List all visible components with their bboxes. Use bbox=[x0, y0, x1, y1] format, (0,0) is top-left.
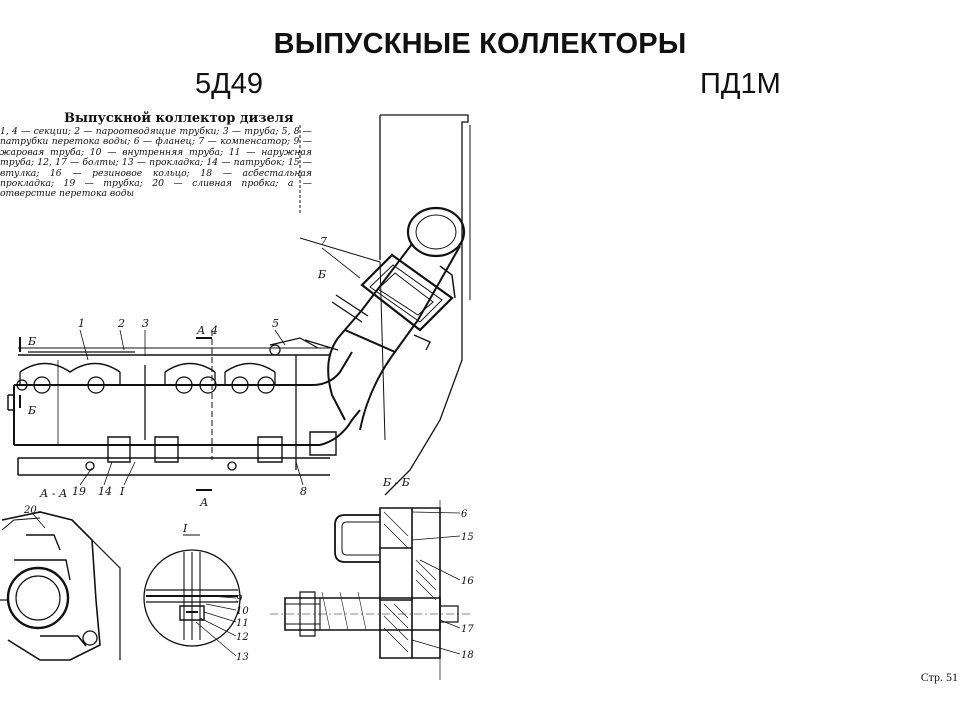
engine-model-right: ПД1М bbox=[700, 68, 781, 100]
callout-2: 2 bbox=[117, 317, 125, 330]
callout-4: 4 bbox=[210, 324, 218, 337]
manifold-side-view bbox=[7, 330, 361, 491]
callout-20: 20 bbox=[23, 505, 37, 516]
callout-17: 17 bbox=[461, 624, 474, 635]
callout-1: 1 bbox=[78, 317, 85, 330]
section-a-a-label: А - А bbox=[39, 487, 67, 500]
slide-title: ВЫПУСКНЫЕ КОЛЛЕКТОРЫ bbox=[273, 28, 687, 60]
callout-7: 7 bbox=[320, 235, 327, 248]
section-a-a-view: А - А 20 bbox=[0, 487, 121, 661]
callout-11: 11 bbox=[236, 618, 249, 629]
callout-14: 14 bbox=[98, 485, 112, 498]
detail-I-view: I bbox=[143, 522, 241, 647]
cut-label-a-top: А bbox=[196, 324, 205, 337]
engine-model-left: 5Д49 bbox=[195, 68, 264, 100]
section-b-b-label: Б - Б bbox=[382, 476, 410, 489]
section-b-b-view: Б - Б bbox=[270, 476, 470, 680]
callout-I: I bbox=[119, 485, 125, 498]
cut-label-a-bottom: А bbox=[199, 496, 208, 509]
cut-label-b-bottom: Б bbox=[27, 404, 36, 417]
callout-6: 6 bbox=[461, 509, 468, 520]
cut-label-b-upper: Б bbox=[317, 268, 326, 281]
callout-18: 18 bbox=[461, 650, 474, 661]
outlet-elbow-pipe bbox=[327, 206, 466, 431]
callout-8: 8 bbox=[300, 485, 307, 498]
detail-I-label: I bbox=[182, 522, 188, 535]
cut-label-b-top: Б bbox=[27, 335, 36, 348]
callout-13: 13 bbox=[236, 652, 249, 663]
callout-3: 3 bbox=[142, 317, 149, 330]
page-number: Стр. 51 bbox=[920, 670, 958, 684]
callout-10: 10 bbox=[236, 606, 249, 617]
callout-15: 15 bbox=[461, 532, 474, 543]
callout-9: 9 bbox=[236, 594, 243, 605]
figure-caption-title: Выпускной коллектор дизеля bbox=[64, 111, 294, 126]
figure-caption-text: 1, 4 — секции; 2 — пароотводящие трубки;… bbox=[0, 126, 312, 200]
callout-19: 19 bbox=[72, 485, 86, 498]
callout-5: 5 bbox=[272, 317, 279, 330]
callout-12: 12 bbox=[236, 632, 249, 643]
callout-16: 16 bbox=[461, 576, 474, 587]
